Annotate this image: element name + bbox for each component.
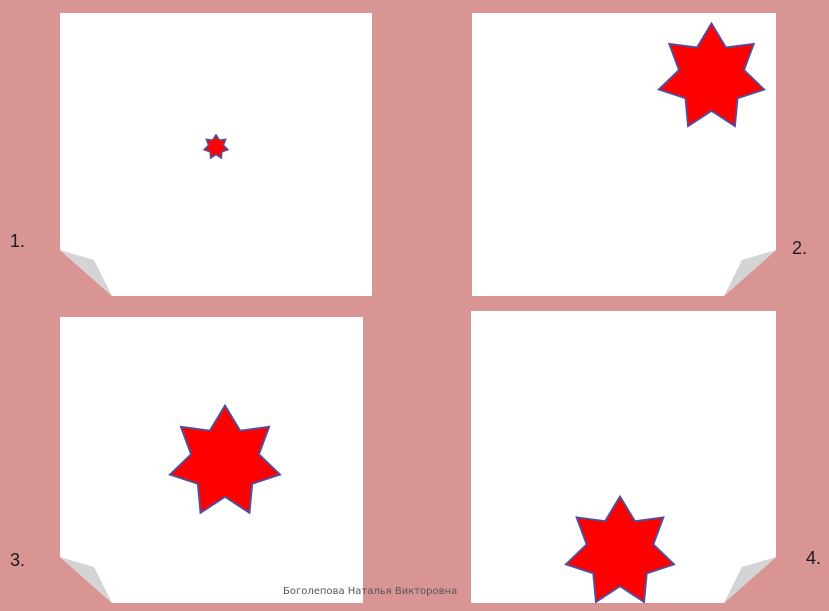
seven-point-star-icon	[203, 134, 229, 160]
seven-point-star-icon	[165, 402, 285, 522]
page-curl-icon	[724, 557, 776, 603]
slide-card-1	[60, 13, 372, 296]
star-shape	[204, 135, 228, 158]
page-curl-icon	[60, 250, 112, 296]
author-footer: Боголепова Наталья Викторовна	[283, 586, 457, 597]
seven-point-star-icon	[654, 20, 769, 135]
panel-label-4: 4.	[806, 549, 821, 567]
star-shape	[566, 497, 674, 602]
star-shape	[659, 23, 764, 126]
panel-label-3: 3.	[10, 551, 25, 569]
page-curl-icon	[724, 250, 776, 296]
panel-label-1: 1.	[10, 232, 25, 250]
star-shape	[170, 406, 280, 513]
panel-label-2: 2.	[792, 239, 807, 257]
slide-card-2	[472, 13, 776, 296]
slide-card-4	[471, 311, 776, 603]
page-curl-icon	[60, 557, 112, 603]
seven-point-star-icon	[561, 493, 679, 611]
slide-card-3	[60, 317, 363, 603]
